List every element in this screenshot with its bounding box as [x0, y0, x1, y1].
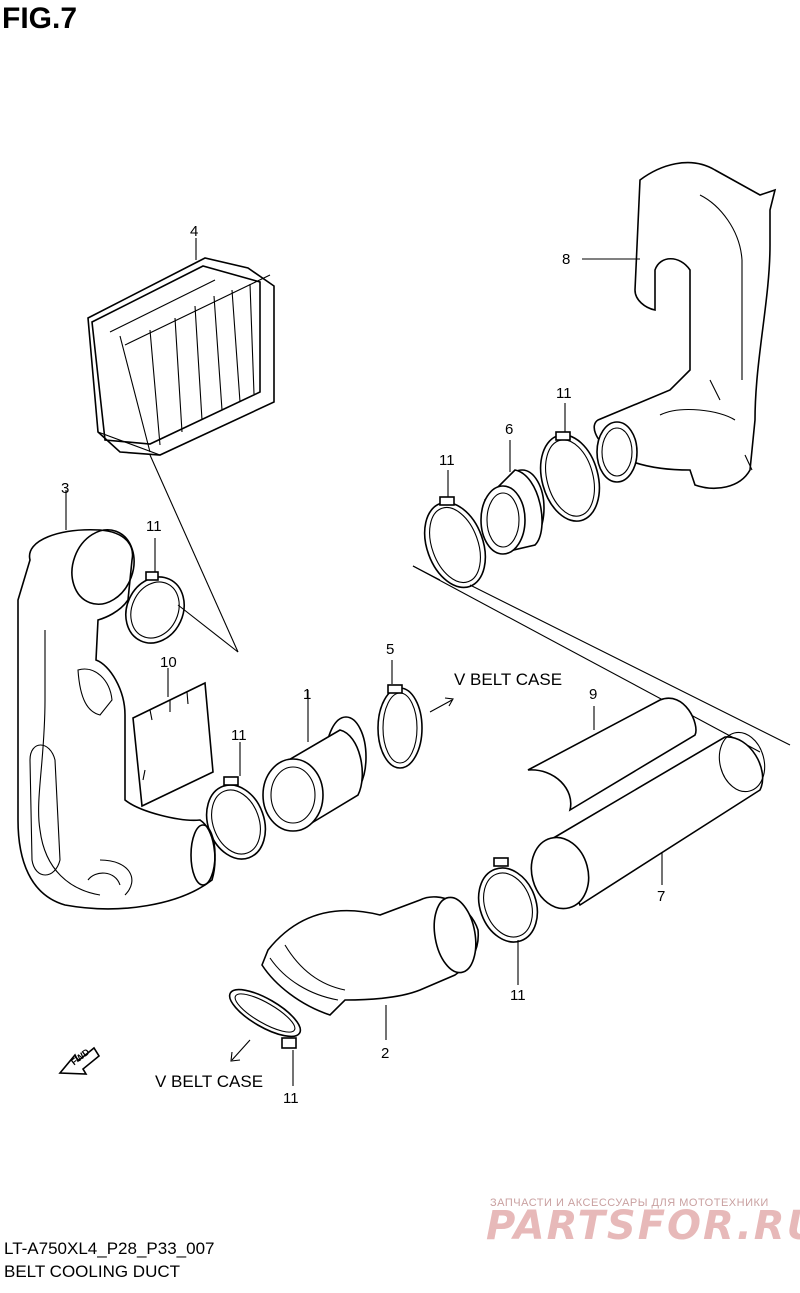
figure-title: FIG.7: [2, 2, 78, 35]
figure-caption: BELT COOLING DUCT: [4, 1262, 181, 1281]
part-1-sleeve: [262, 690, 367, 832]
ref-part-3: 3: [61, 480, 70, 497]
fwd-arrow-icon: [58, 1046, 101, 1075]
ref-part-2: 2: [381, 1045, 390, 1062]
ref-part-8: 8: [562, 251, 571, 268]
part-3-intake-duct: [17, 490, 216, 910]
ref-part-6: 6: [505, 421, 514, 438]
ref-part-9: 9: [589, 686, 598, 703]
part-10-gasket: [132, 668, 214, 808]
clamp-11-upper-right: [539, 403, 601, 522]
part-2-bent-duct: [261, 896, 480, 1040]
ref-part-10: 10: [160, 654, 177, 671]
ref-part-1: 1: [303, 686, 312, 703]
clamp-11-lower-right: [477, 857, 539, 985]
ref-part-11-upper-mid: 11: [439, 452, 455, 469]
clamp-11-left-lower: [205, 742, 267, 860]
ref-part-4: 4: [190, 223, 199, 240]
clamp-11-upper-mid: [423, 470, 487, 589]
part-9-shell: [527, 697, 697, 812]
part-5-seal: [377, 660, 423, 769]
vbelt-case-note-upper: V BELT CASE: [454, 670, 563, 689]
watermark-tagline: ЗАПЧАСТИ И АКСЕССУАРЫ ДЛЯ МОТОТЕХНИКИ: [490, 1197, 769, 1209]
ref-part-11-upper-right: 11: [556, 385, 572, 402]
ref-part-5: 5: [386, 641, 395, 658]
ref-part-11-lower-right: 11: [510, 987, 526, 1004]
vbelt-case-note-lower: V BELT CASE: [155, 1072, 264, 1091]
ref-part-11-bottom: 11: [283, 1090, 299, 1107]
part-4-cover: [87, 238, 275, 456]
clamp-11-left-upper: [125, 538, 185, 644]
ref-part-11-left-upper: 11: [146, 518, 162, 535]
clamp-11-bottom: [228, 988, 302, 1086]
part-6-coupling: [480, 440, 545, 555]
part-8-upper-duct: [582, 161, 777, 490]
watermark-logo: PARTSFOR.RU: [486, 1203, 800, 1249]
ref-part-7: 7: [657, 888, 666, 905]
part-7-tube: [530, 731, 766, 910]
ref-part-11-left-lower: 11: [231, 727, 247, 744]
figure-code: LT-A750XL4_P28_P33_007: [4, 1239, 215, 1258]
